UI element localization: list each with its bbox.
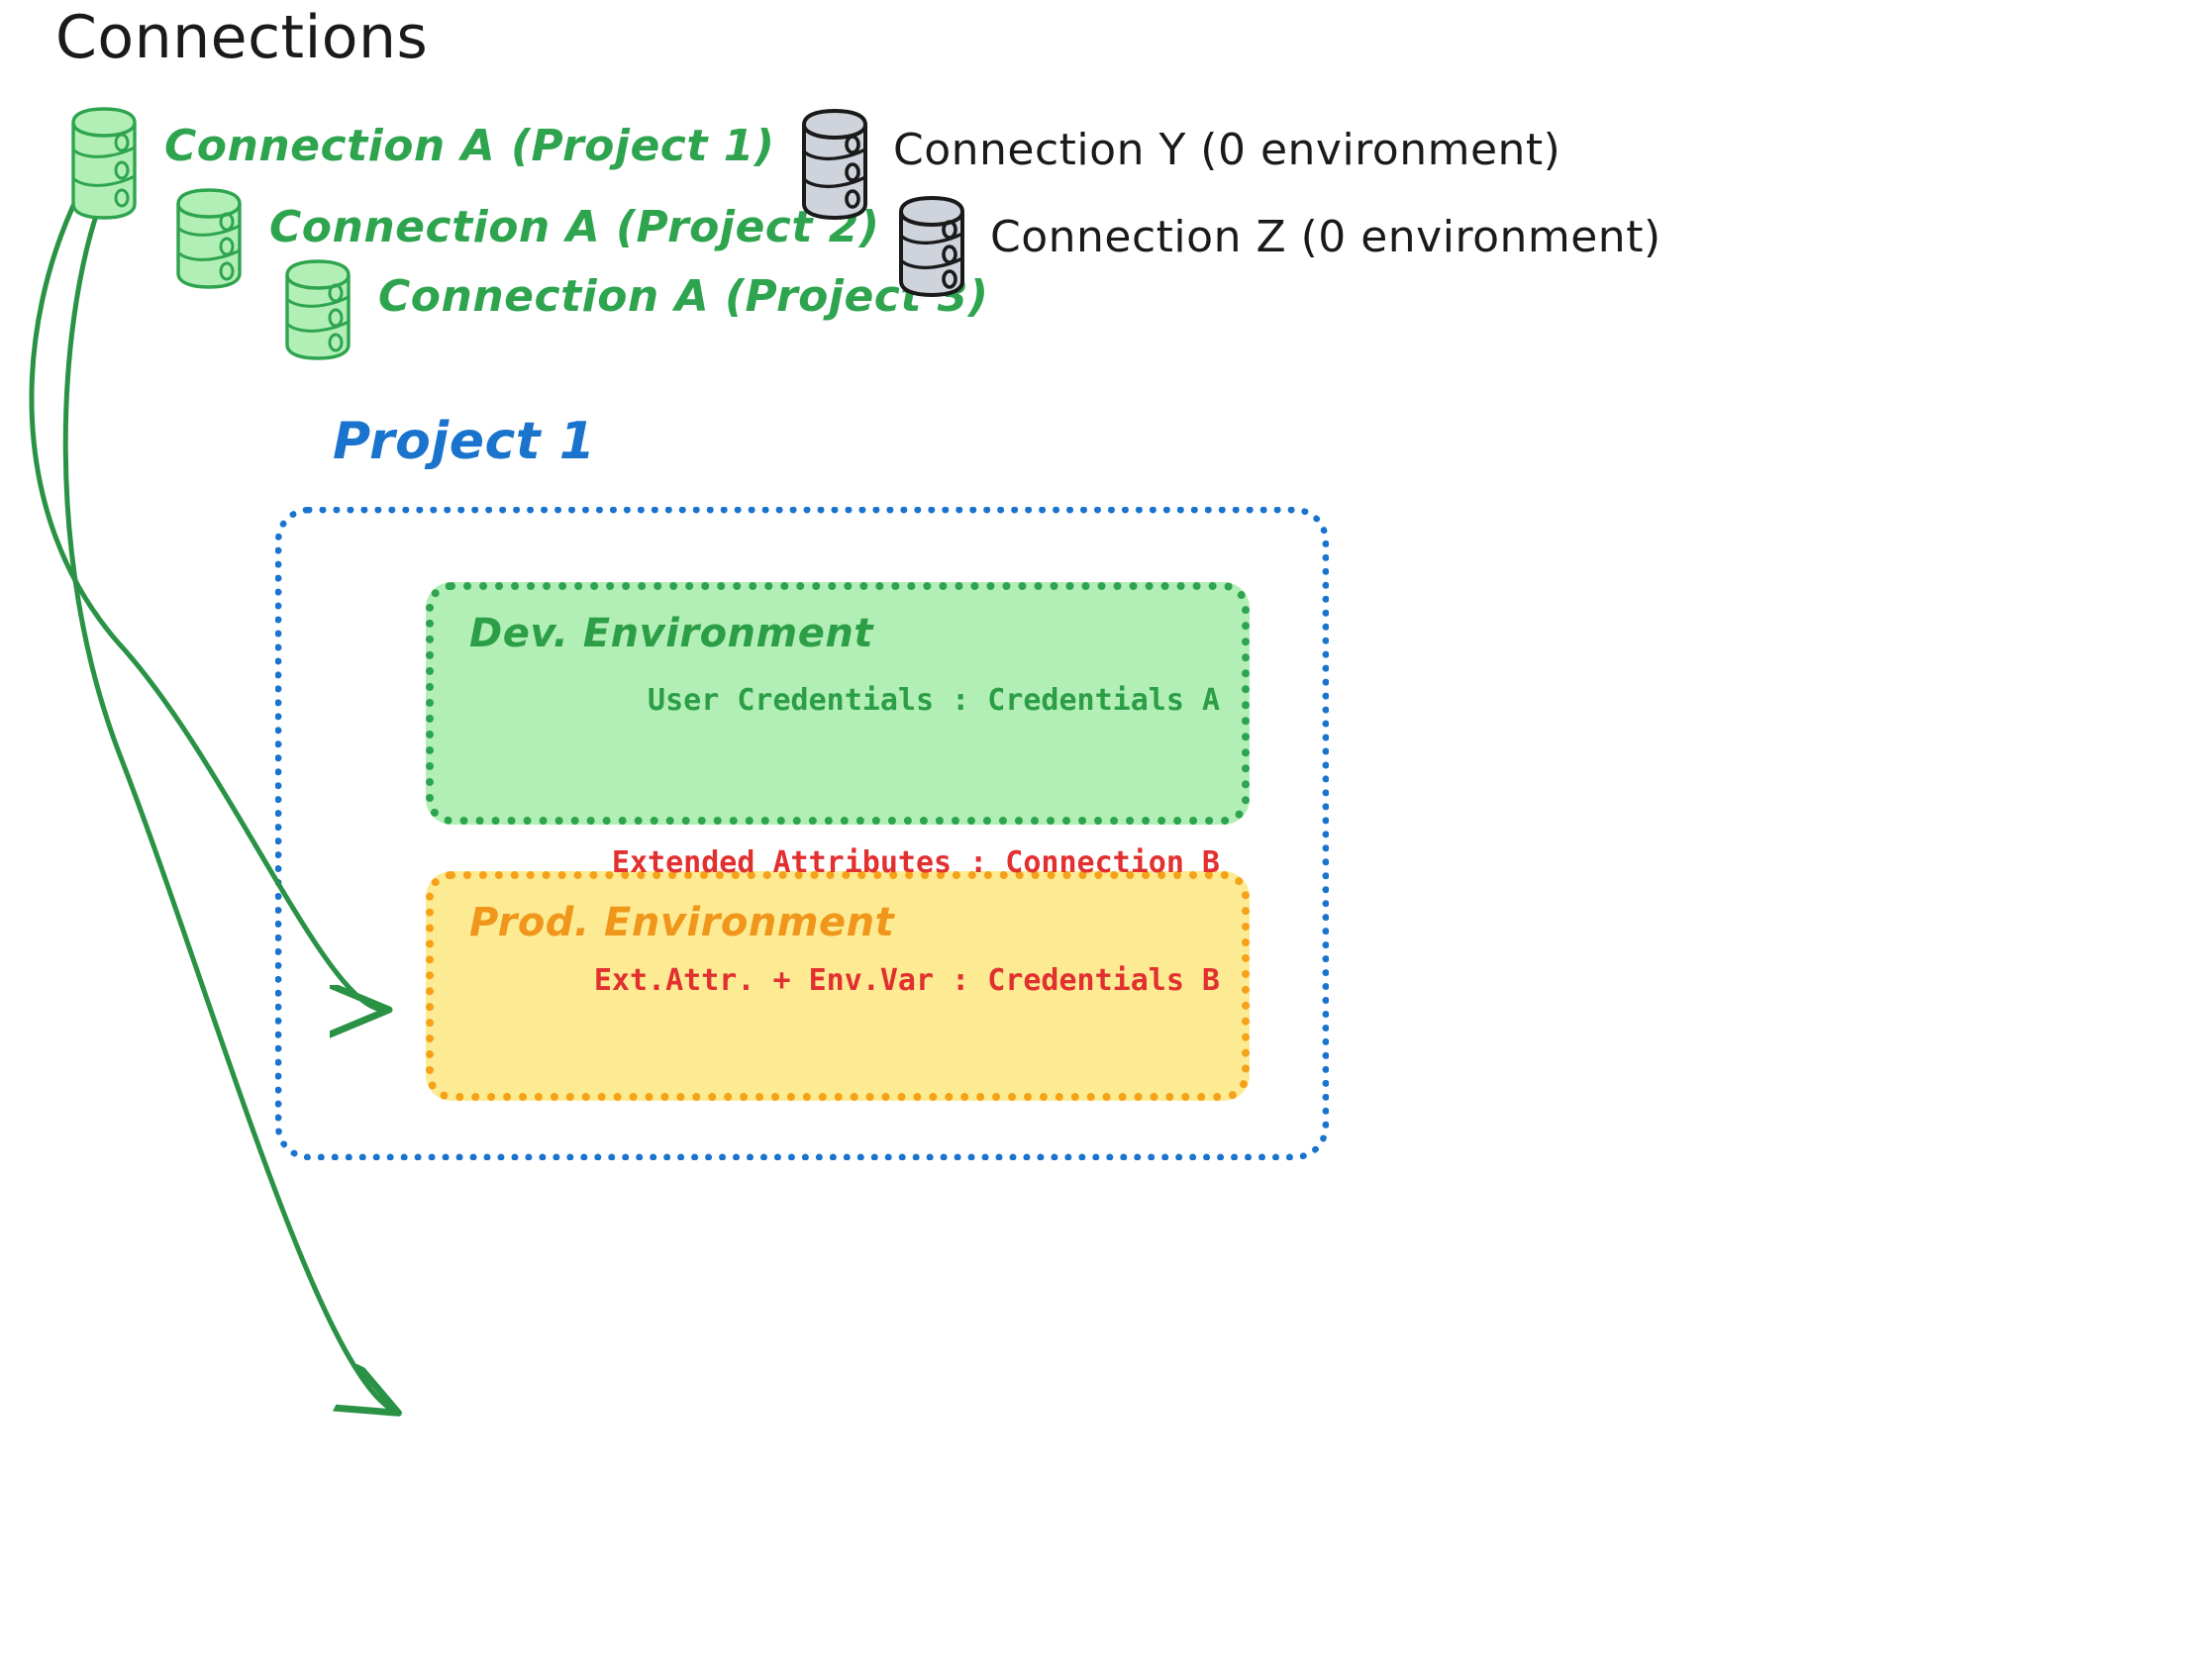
- environment-box-dev: Dev. Environment User Credentials : Cred…: [426, 582, 1250, 825]
- database-icon-connection-a-2: [176, 188, 242, 289]
- database-icon-connection-a-1: [71, 107, 137, 220]
- connection-label-a-project-1: Connection A (Project 1): [164, 121, 775, 171]
- project-label: Project 1: [333, 412, 596, 471]
- connection-label-a-project-2: Connection A (Project 2): [269, 202, 880, 252]
- environment-title-dev: Dev. Environment: [469, 611, 873, 656]
- connection-label-z: Connection Z (0 environment): [990, 212, 1661, 262]
- connection-label-y: Connection Y (0 environment): [893, 125, 1561, 175]
- environment-box-prod: Prod. Environment Extended Attributes : …: [426, 845, 1250, 1101]
- environment-details-dev: User Credentials : Credentials A: [648, 603, 1220, 799]
- environment-title-prod: Prod. Environment: [469, 900, 895, 945]
- environment-details-prod: Extended Attributes : Connection B Ext.A…: [594, 765, 1220, 1079]
- database-icon-connection-a-3: [285, 259, 351, 360]
- page-title: Connections: [55, 3, 429, 72]
- environment-detail-line: Ext.Attr. + Env.Var : Credentials B: [593, 963, 1220, 999]
- environment-detail-line: User Credentials : Credentials A: [648, 683, 1220, 719]
- connection-label-a-project-3: Connection A (Project 3): [378, 271, 989, 322]
- environment-detail-line: Extended Attributes : Connection B: [611, 845, 1220, 881]
